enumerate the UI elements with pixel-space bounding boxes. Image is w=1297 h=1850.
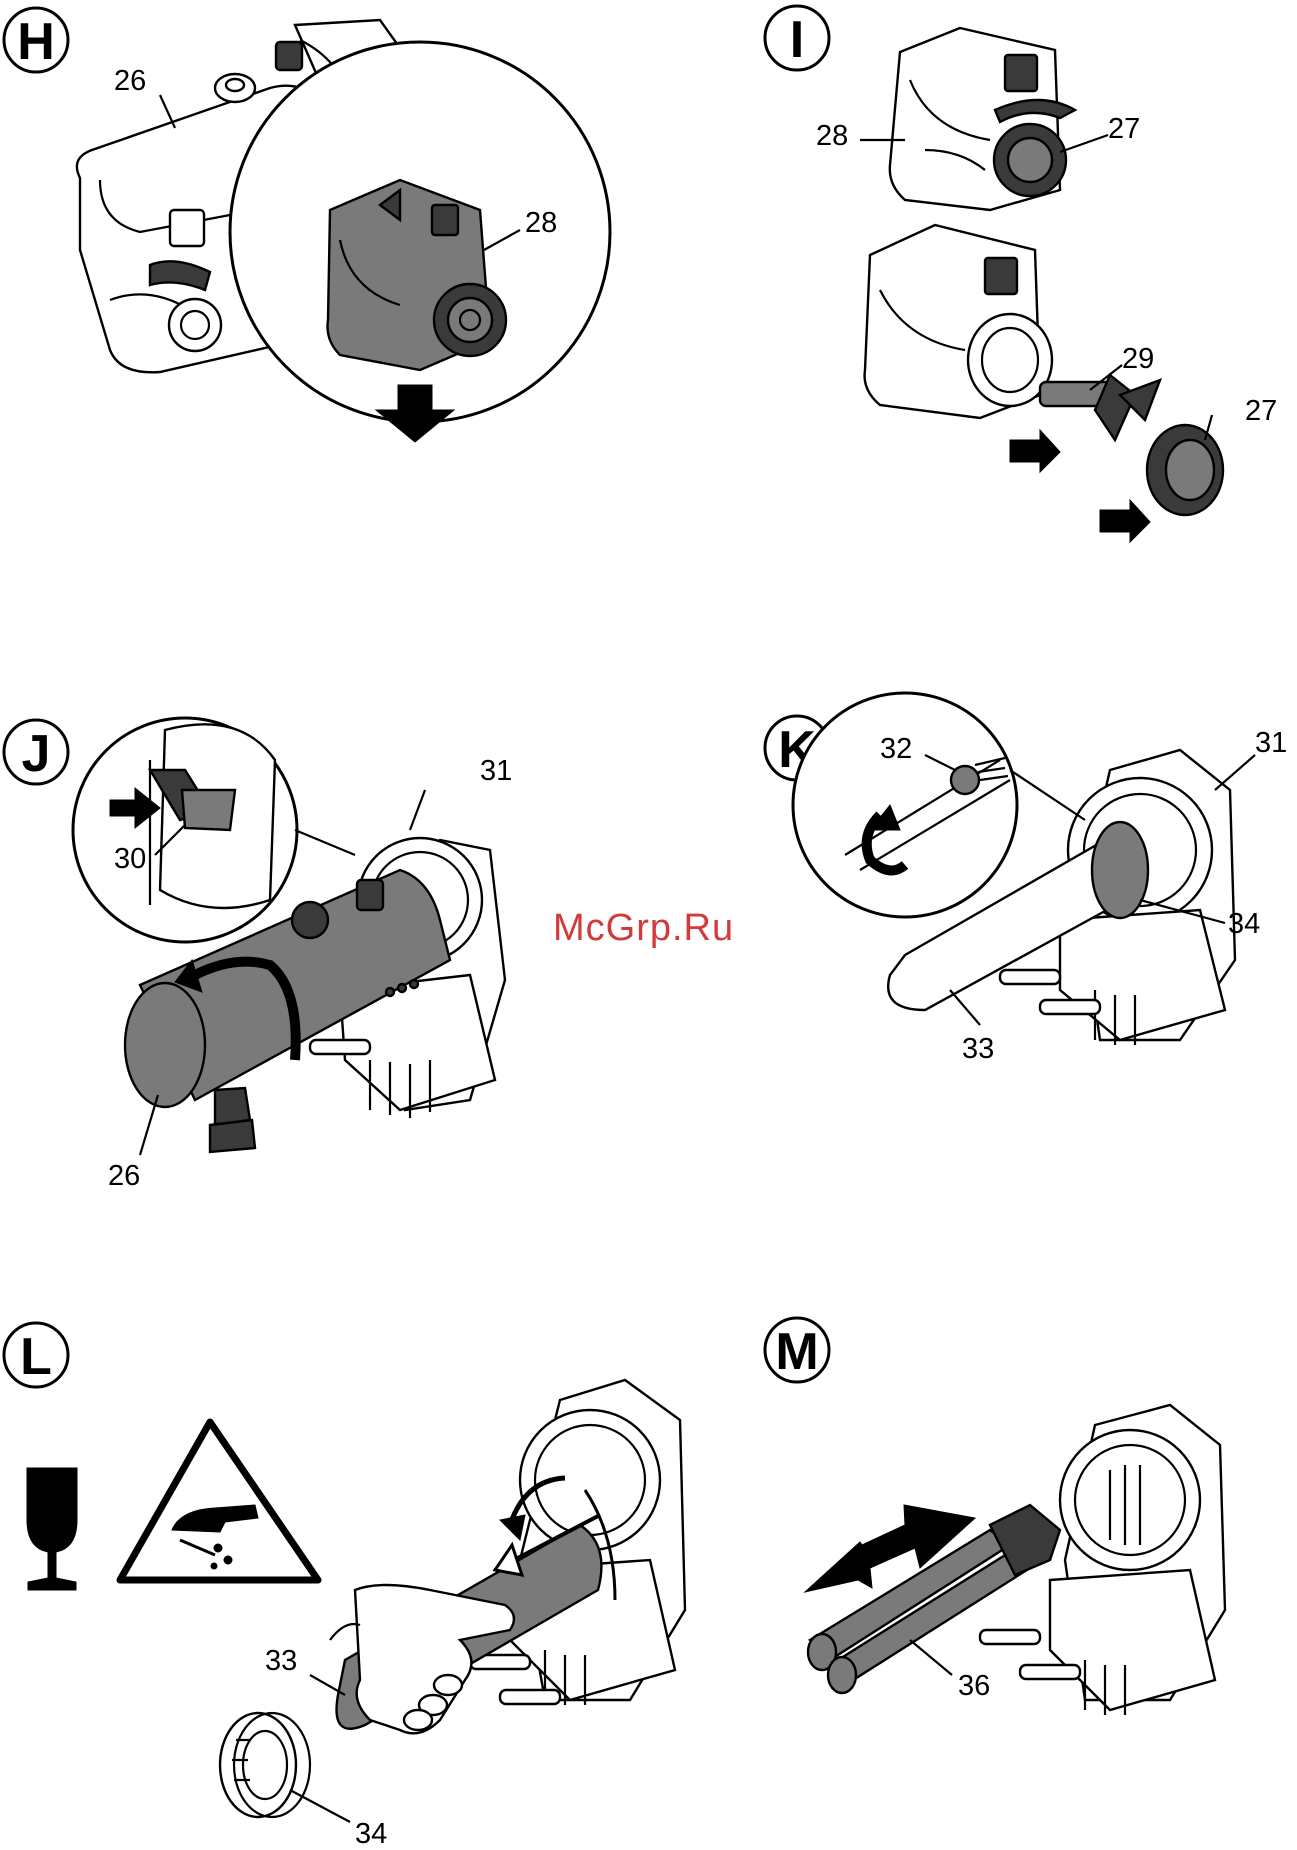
callout-31-b: 31 bbox=[1255, 727, 1287, 759]
panel-m-badge: M bbox=[765, 1318, 829, 1382]
right-arrow-icon bbox=[1010, 430, 1060, 472]
panel-h: H bbox=[4, 8, 610, 442]
callout-32: 32 bbox=[880, 733, 912, 765]
callout-34-b: 34 bbox=[355, 1818, 387, 1850]
callout-33-b: 33 bbox=[265, 1645, 297, 1677]
watermark: McGrp.Ru bbox=[553, 907, 734, 949]
panel-i-letter: I bbox=[790, 11, 804, 69]
fragile-glass-icon bbox=[27, 1468, 77, 1590]
panel-i: I bbox=[765, 6, 1277, 542]
panel-l-letter: L bbox=[20, 1328, 52, 1386]
callout-26-b: 26 bbox=[108, 1160, 140, 1192]
impeller-29 bbox=[1040, 375, 1160, 440]
panel-j: J bbox=[4, 718, 512, 1192]
callout-26: 26 bbox=[114, 65, 146, 97]
callout-33: 33 bbox=[962, 1033, 994, 1065]
panel-l-badge: L bbox=[4, 1323, 68, 1387]
ring-nut-34 bbox=[220, 1713, 310, 1817]
callout-30: 30 bbox=[114, 843, 146, 875]
cut-hazard-warning-icon bbox=[120, 1422, 318, 1580]
panel-m: M 36 bbox=[765, 1318, 1225, 1715]
magnifier-circle bbox=[793, 693, 1017, 917]
cover-27-removed bbox=[1147, 425, 1223, 515]
panel-i-badge: I bbox=[765, 6, 829, 70]
panel-l: L bbox=[4, 1323, 685, 1850]
pump-28-open bbox=[865, 225, 1052, 418]
callout-29: 29 bbox=[1122, 343, 1154, 375]
pump-28-closed bbox=[890, 28, 1075, 210]
panel-m-letter: M bbox=[775, 1323, 818, 1381]
panel-j-badge: J bbox=[4, 720, 68, 784]
callout-31: 31 bbox=[480, 755, 512, 787]
pump-28-grey bbox=[328, 180, 507, 370]
panel-j-letter: J bbox=[22, 725, 51, 783]
callout-27-b: 27 bbox=[1245, 395, 1277, 427]
callout-28: 28 bbox=[816, 120, 848, 152]
callout-27: 27 bbox=[1108, 113, 1140, 145]
panel-k: K 32 31 34 bbox=[765, 693, 1287, 1065]
right-arrow-icon bbox=[1100, 500, 1150, 542]
panel-h-badge: H bbox=[4, 8, 68, 72]
callout-36: 36 bbox=[958, 1670, 990, 1702]
callout-28: 28 bbox=[525, 207, 557, 239]
panel-h-letter: H bbox=[17, 13, 55, 71]
callout-34: 34 bbox=[1228, 908, 1260, 940]
